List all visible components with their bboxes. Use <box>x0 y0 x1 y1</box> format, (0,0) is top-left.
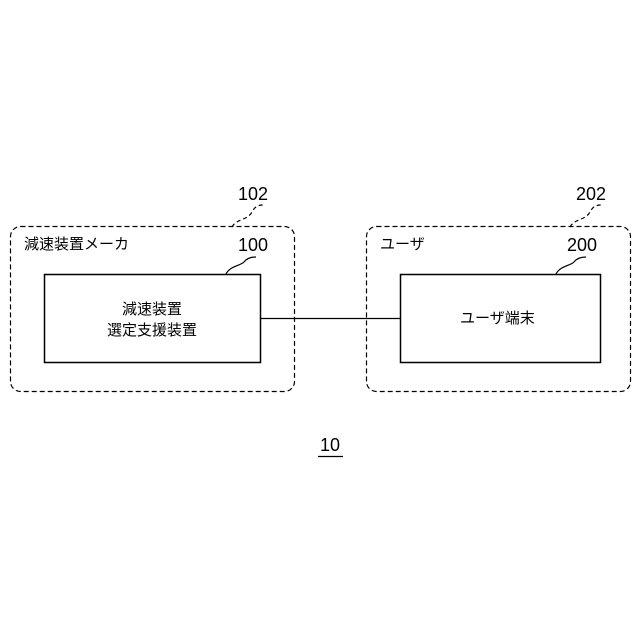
support-device-leader <box>226 257 256 274</box>
support-device-label-line1: 減速装置 <box>44 299 260 320</box>
support-device-ref: 100 <box>238 236 268 254</box>
system-ref: 10 <box>320 436 340 454</box>
maker-group-ref: 102 <box>238 185 268 203</box>
terminal-device-ref: 200 <box>567 236 597 254</box>
user-group-label: ユーザ <box>380 237 425 252</box>
terminal-device-leader <box>556 257 586 274</box>
support-device-label-line2: 選定支援装置 <box>44 320 260 341</box>
support-device-label: 減速装置 選定支援装置 <box>44 299 260 341</box>
terminal-device-label: ユーザ端末 <box>460 311 535 326</box>
maker-group-leader <box>232 205 263 227</box>
user-group-leader <box>570 205 601 227</box>
user-group-ref: 202 <box>576 185 606 203</box>
maker-group-label: 減速装置メーカ <box>24 237 129 252</box>
